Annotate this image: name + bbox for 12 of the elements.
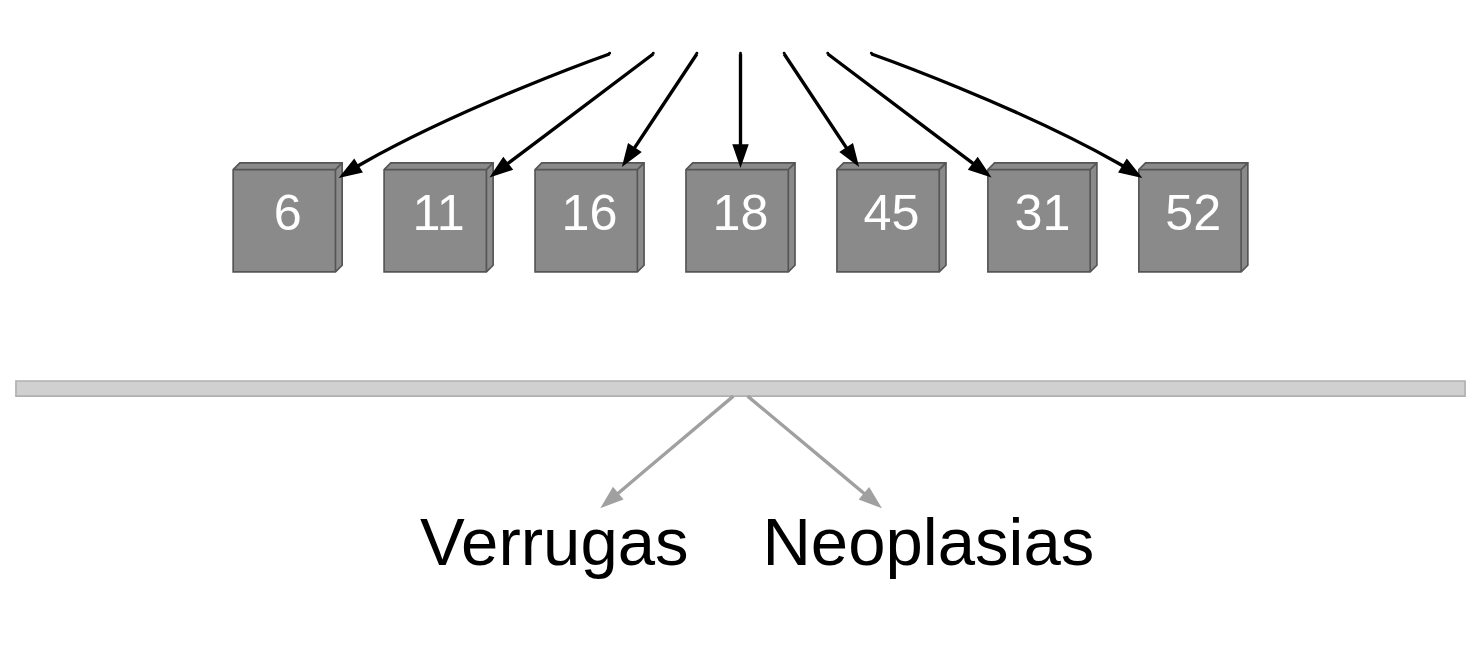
arrow — [621, 53, 699, 168]
node-text: Neoplasias — [762, 504, 1095, 580]
arrow — [826, 52, 992, 178]
arrow — [338, 52, 611, 178]
arrow — [746, 394, 882, 509]
arrow — [732, 54, 749, 168]
node-bar — [15, 380, 1466, 397]
arrow — [870, 52, 1143, 178]
arrow — [600, 394, 735, 509]
arrow — [782, 53, 860, 168]
node-text: Verrugas — [420, 504, 689, 580]
arrow — [489, 52, 655, 178]
